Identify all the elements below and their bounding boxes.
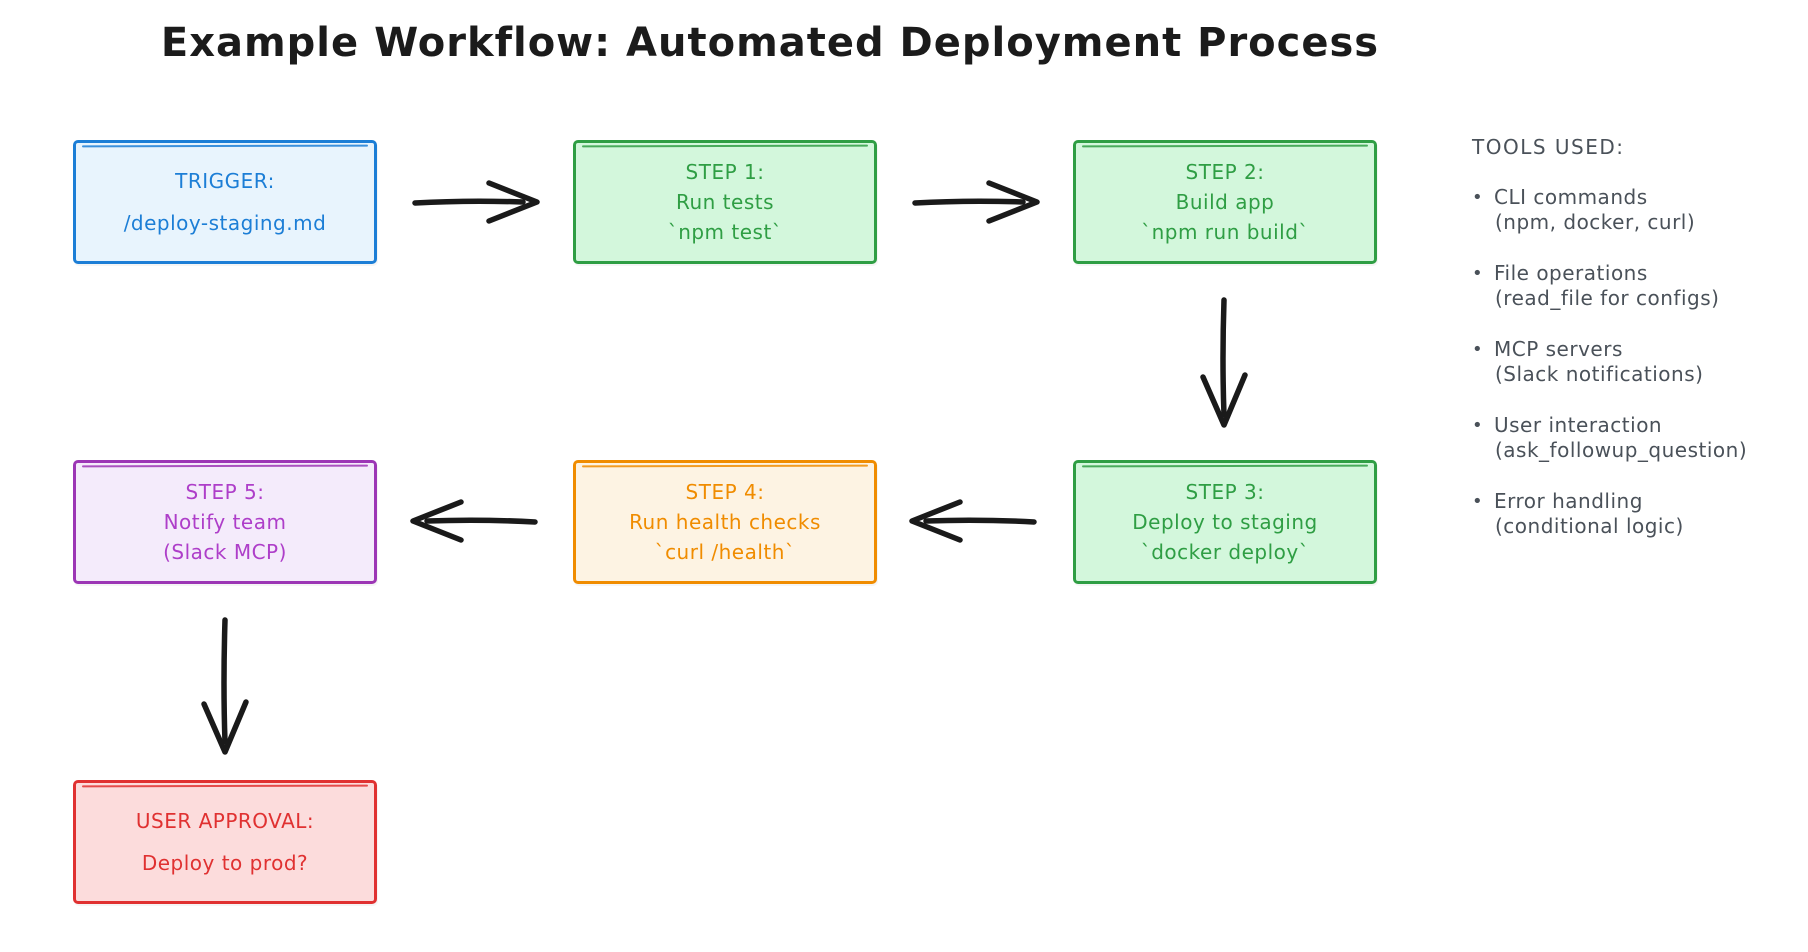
node-step4-command: `curl /health`: [654, 540, 796, 564]
node-step5: STEP 5: Notify team (Slack MCP): [73, 460, 377, 584]
node-step2-command: `npm run build`: [1141, 220, 1309, 244]
arrow-trigger-to-step1: [412, 180, 540, 224]
tools-panel: TOOLS USED: • CLI commands (npm, docker,…: [1472, 135, 1808, 565]
arrow-step2-to-step3: [1200, 297, 1248, 428]
bullet-icon: •: [1472, 263, 1484, 284]
node-step5-heading: STEP 5:: [185, 480, 265, 504]
node-step1-action: Run tests: [675, 190, 775, 214]
node-step1-heading: STEP 1:: [685, 160, 765, 184]
arrow-step1-to-step2: [912, 180, 1040, 224]
node-step4-action: Run health checks: [629, 510, 821, 534]
arrow-step4-to-step5: [410, 499, 538, 543]
bullet-icon: •: [1472, 339, 1484, 360]
node-trigger-command: /deploy-staging.md: [123, 211, 327, 235]
tool-detail: (read_file for configs): [1495, 286, 1720, 310]
bullet-icon: •: [1472, 415, 1484, 436]
node-step3: STEP 3: Deploy to staging `docker deploy…: [1073, 460, 1377, 584]
tool-name: MCP servers: [1494, 337, 1623, 361]
arrow-step3-to-step4: [909, 499, 1037, 543]
node-user-approval-heading: USER APPROVAL:: [135, 809, 315, 833]
node-user-approval-question: Deploy to prod?: [141, 851, 309, 875]
node-step4-heading: STEP 4:: [685, 480, 765, 504]
tool-item-file-operations: • File operations (read_file for configs…: [1472, 261, 1808, 311]
bullet-icon: •: [1472, 187, 1484, 208]
node-step1-command: `npm test`: [667, 220, 783, 244]
node-step4: STEP 4: Run health checks `curl /health`: [573, 460, 877, 584]
diagram-title: Example Workflow: Automated Deployment P…: [160, 20, 1380, 66]
tool-detail: (Slack notifications): [1495, 362, 1704, 386]
arrow-step5-to-approval: [201, 617, 249, 755]
tool-name: User interaction: [1494, 413, 1663, 437]
node-step3-action: Deploy to staging: [1132, 510, 1318, 534]
node-step2-heading: STEP 2:: [1185, 160, 1265, 184]
node-step5-action: Notify team: [163, 510, 287, 534]
node-step3-heading: STEP 3:: [1185, 480, 1265, 504]
tool-detail: (npm, docker, curl): [1495, 210, 1696, 234]
bullet-icon: •: [1472, 491, 1484, 512]
tool-detail: (ask_followup_question): [1495, 438, 1748, 462]
tool-item-user-interaction: • User interaction (ask_followup_questio…: [1472, 413, 1808, 463]
tool-item-mcp-servers: • MCP servers (Slack notifications): [1472, 337, 1808, 387]
node-step3-command: `docker deploy`: [1140, 540, 1310, 564]
node-trigger-heading: TRIGGER:: [175, 169, 275, 193]
tool-item-error-handling: • Error handling (conditional logic): [1472, 489, 1808, 539]
tool-name: CLI commands: [1494, 185, 1648, 209]
tool-name: File operations: [1494, 261, 1648, 285]
node-step1: STEP 1: Run tests `npm test`: [573, 140, 877, 264]
node-user-approval: USER APPROVAL: Deploy to prod?: [73, 780, 377, 904]
tool-item-cli-commands: • CLI commands (npm, docker, curl): [1472, 185, 1808, 235]
node-step2: STEP 2: Build app `npm run build`: [1073, 140, 1377, 264]
node-step2-action: Build app: [1175, 190, 1275, 214]
node-step5-command: (Slack MCP): [163, 540, 287, 564]
tool-detail: (conditional logic): [1495, 514, 1684, 538]
tool-name: Error handling: [1494, 489, 1643, 513]
tools-heading: TOOLS USED:: [1472, 135, 1625, 159]
node-trigger: TRIGGER: /deploy-staging.md: [73, 140, 377, 264]
